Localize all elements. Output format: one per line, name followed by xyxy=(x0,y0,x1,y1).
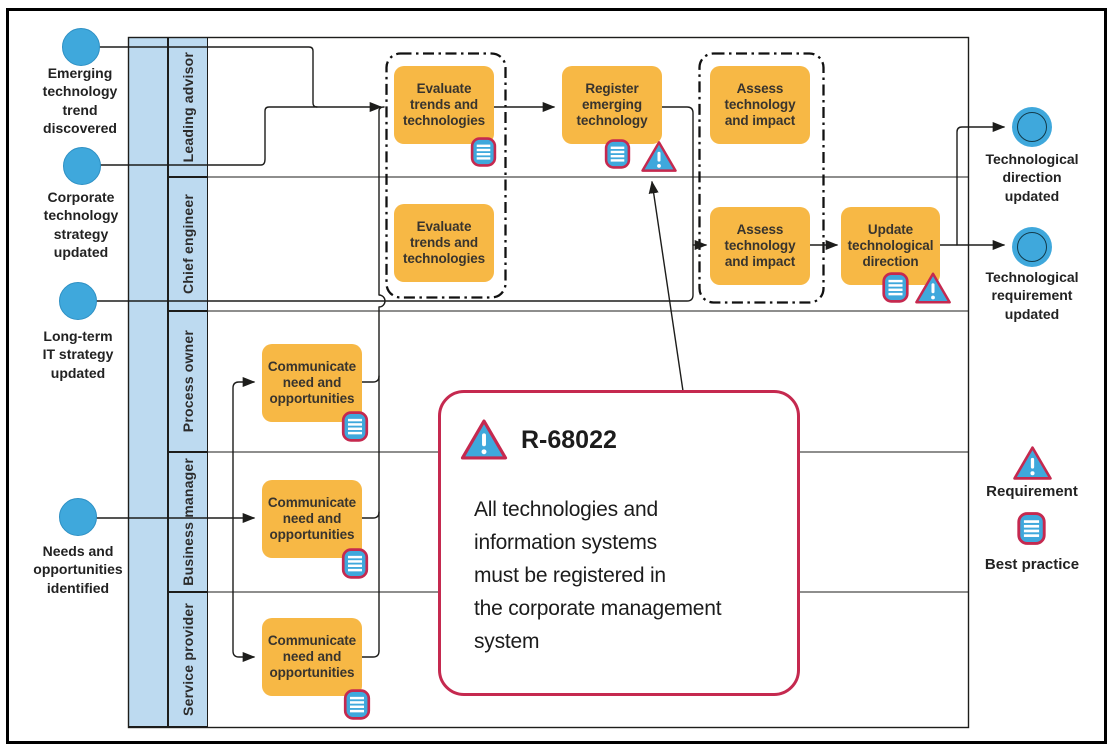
callout-pointer-line xyxy=(648,180,684,392)
lane-business-manager: Business manager xyxy=(168,452,208,592)
lane-label: Chief engineer xyxy=(180,193,196,295)
flow-needs-to-communicate3 xyxy=(232,517,256,663)
task-assess-technology-chief-engineer: Assess technology and impact xyxy=(710,207,810,285)
best-practice-icon xyxy=(341,411,369,442)
start-event-label: Corporate technology strategy updated xyxy=(43,189,119,261)
lane-service-provider: Service provider xyxy=(168,592,208,727)
best-practice-icon xyxy=(1017,511,1046,546)
start-event-longterm-it-strategy xyxy=(59,282,97,320)
start-event-label: Long-term IT strategy updated xyxy=(42,328,114,381)
task-register-emerging-technology: Register emerging technology xyxy=(562,66,662,144)
end-event-ring xyxy=(1017,112,1047,142)
legend-requirement-label: Requirement xyxy=(986,483,1078,500)
best-practice-icon xyxy=(341,548,369,579)
best-practice-icon xyxy=(882,272,909,303)
lane-label: Business manager xyxy=(180,458,196,586)
lane-label: Service provider xyxy=(180,603,196,716)
lane-leading-advisor: Leading advisor xyxy=(168,37,208,177)
start-event-label: Emerging technology trend discovered xyxy=(42,65,118,137)
task-evaluate-trends-chief-engineer: Evaluate trends and technologies xyxy=(394,204,494,282)
end-event-ring xyxy=(1017,232,1047,262)
end-event-label: Technological requirement updated xyxy=(985,269,1079,322)
requirement-icon xyxy=(1012,445,1053,481)
lane-label: Process owner xyxy=(180,330,196,433)
requirement-icon xyxy=(640,140,678,173)
flow-communicate3-out xyxy=(361,650,380,658)
task-communicate-need-service-provider: Communicate need and opportunities xyxy=(262,618,362,696)
task-evaluate-trends-leading-advisor: Evaluate trends and technologies xyxy=(394,66,494,144)
best-practice-icon xyxy=(604,139,631,169)
task-assess-technology-leading-advisor: Assess technology and impact xyxy=(710,66,810,144)
start-event-label: Needs and opportunities identified xyxy=(33,543,123,596)
requirement-code: R-68022 xyxy=(521,426,617,454)
lane-label: Leading advisor xyxy=(180,51,196,163)
end-event-requirement-updated xyxy=(1012,227,1052,267)
lane-process-owner: Process owner xyxy=(168,311,208,452)
legend-best-practice-label: Best practice xyxy=(984,556,1080,573)
flow-communicate2-out xyxy=(361,511,380,519)
lane-chief-engineer: Chief engineer xyxy=(168,177,208,311)
end-event-label: Technological direction updated xyxy=(985,151,1079,204)
requirement-callout: R-68022 All technologies and information… xyxy=(438,390,800,696)
task-communicate-need-business-manager: Communicate need and opportunities xyxy=(262,480,362,558)
requirement-text: All technologies and information systems… xyxy=(474,498,722,653)
flow-needs-to-communicate1 xyxy=(232,376,256,519)
end-event-direction-updated xyxy=(1012,107,1052,147)
start-event-needs-identified xyxy=(59,498,97,536)
best-practice-icon xyxy=(470,137,497,167)
flow-communicate1-out xyxy=(361,375,380,383)
start-event-emerging-trend xyxy=(62,28,100,66)
flow-communicate-trunk xyxy=(378,106,386,652)
requirement-icon xyxy=(459,418,509,461)
best-practice-icon xyxy=(343,689,371,720)
requirement-icon xyxy=(914,271,952,305)
start-event-corporate-strategy xyxy=(63,147,101,185)
